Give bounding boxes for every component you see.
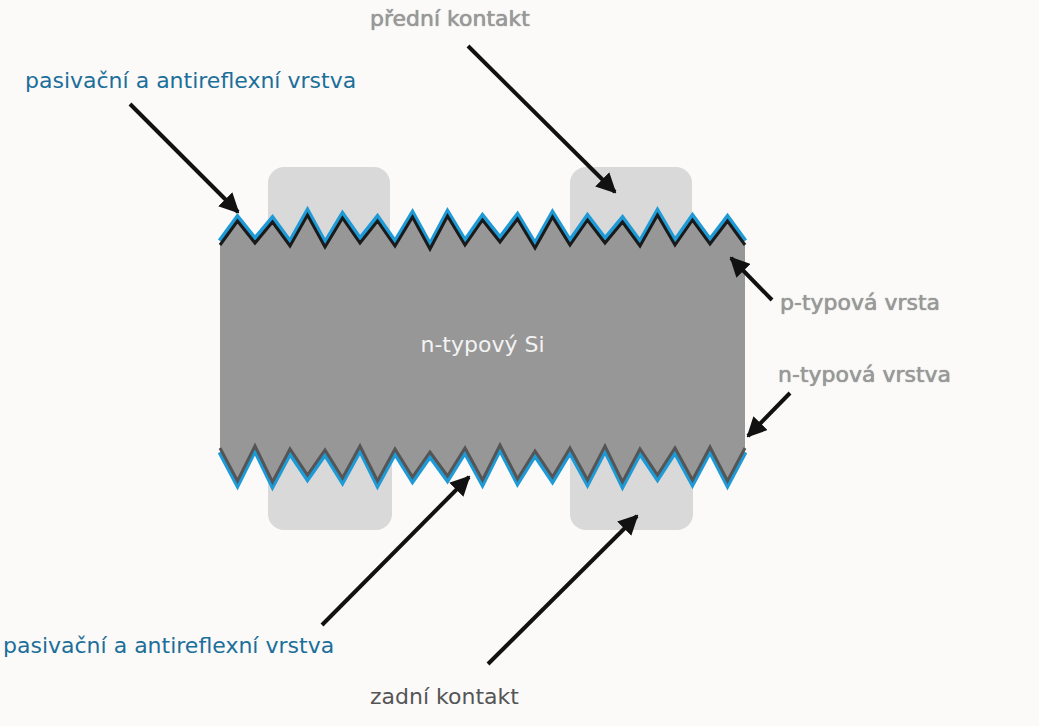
silicon-wafer bbox=[220, 215, 745, 482]
leader-arrow bbox=[488, 516, 637, 664]
leader-arrow bbox=[130, 104, 238, 212]
part-label: n-typová vrstva bbox=[778, 362, 951, 388]
region-label: n-typový Si bbox=[420, 332, 544, 358]
leader-arrow bbox=[468, 46, 615, 192]
leader-arrow bbox=[322, 477, 469, 625]
p-layer bbox=[220, 215, 745, 249]
leader-arrow bbox=[731, 258, 772, 300]
wafer-region: n-typový Si bbox=[220, 255, 745, 435]
n-layer bbox=[220, 445, 745, 482]
part-label: přední kontakt bbox=[370, 6, 530, 32]
part-label: pasivační a antireflexní vrstva bbox=[25, 68, 356, 94]
leader-arrow bbox=[748, 393, 790, 436]
part-label: pasivační a antireflexní vrstva bbox=[3, 633, 334, 659]
part-label: zadní kontakt bbox=[370, 684, 519, 710]
part-label: p-typová vrsta bbox=[780, 290, 940, 316]
